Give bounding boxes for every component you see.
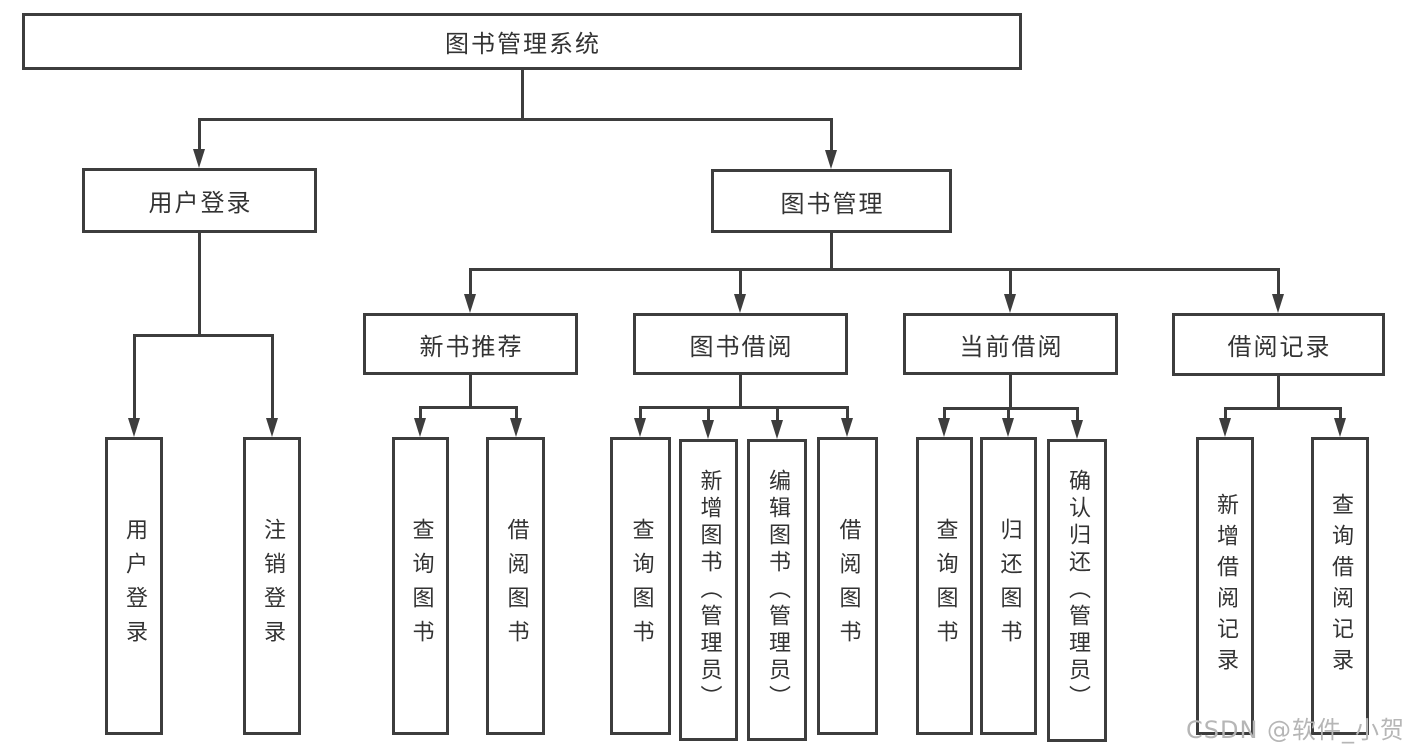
arrow-shaft-user-login-0	[132, 335, 136, 420]
arrow-head-book-borrowing-1	[701, 420, 714, 439]
node-leaf-confirm-return: 确认归还（管理员）	[1047, 439, 1107, 742]
node-label-leaf-return-books: 归还图书	[996, 518, 1022, 654]
arrow-shaft-current-borrowing-2	[1075, 408, 1079, 422]
connector-rail-new-book-recommend	[418, 405, 518, 409]
arrow-shaft-new-book-recommend-1	[514, 407, 518, 420]
node-label-book-management: 图书管理	[780, 189, 885, 218]
node-label-leaf-borrow-books-2: 借阅图书	[835, 518, 861, 654]
node-label-borrowing-records: 借阅记录	[1227, 333, 1332, 361]
arrow-head-book-borrowing-2	[770, 420, 783, 439]
arrow-shaft-book-management-2	[1008, 269, 1012, 296]
connector-rail-book-management	[468, 267, 1280, 271]
connector-rail-current-borrowing	[942, 406, 1079, 410]
arrow-head-book-borrowing-0	[633, 418, 646, 437]
node-label-leaf-query-books-1: 查询图书	[408, 518, 434, 654]
node-leaf-add-books: 新增图书（管理员）	[679, 439, 738, 741]
arrow-head-book-management-2	[1003, 294, 1016, 313]
arrow-shaft-borrowing-records-1	[1338, 408, 1342, 420]
arrow-shaft-book-management-0	[468, 269, 472, 296]
node-label-leaf-add-record: 新增借阅记录	[1213, 493, 1238, 679]
arrow-shaft-book-borrowing-0	[638, 407, 642, 420]
node-root: 图书管理系统	[22, 13, 1022, 70]
node-label-leaf-add-books: 新增图书（管理员）	[696, 468, 722, 712]
node-leaf-return-books: 归还图书	[980, 437, 1037, 735]
node-label-leaf-query-books-2: 查询图书	[628, 518, 654, 654]
arrow-shaft-root-1	[829, 119, 833, 152]
arrow-head-borrowing-records-1	[1333, 418, 1346, 437]
connector-stub-root	[520, 70, 524, 121]
node-user-login: 用户登录	[82, 168, 317, 233]
arrow-shaft-book-borrowing-2	[775, 407, 779, 422]
node-leaf-query-books-2: 查询图书	[610, 437, 671, 735]
node-label-leaf-edit-books: 编辑图书（管理员）	[765, 468, 790, 712]
node-book-borrowing: 图书借阅	[633, 313, 848, 375]
node-label-leaf-query-books-3: 查询图书	[932, 518, 958, 654]
node-leaf-logout: 注销登录	[243, 437, 301, 735]
arrow-shaft-borrowing-records-0	[1223, 408, 1227, 420]
arrow-head-current-borrowing-2	[1070, 420, 1083, 439]
arrow-head-borrowing-records-0	[1218, 418, 1231, 437]
csdn-watermark: CSDN @软件_小贺同学	[1186, 716, 1405, 744]
arrow-shaft-current-borrowing-0	[942, 408, 946, 420]
arrow-head-new-book-recommend-1	[509, 418, 522, 437]
connector-stub-book-management	[829, 233, 833, 271]
arrow-head-book-management-1	[733, 294, 746, 313]
node-label-root: 图书管理系统	[445, 30, 601, 58]
connector-rail-borrowing-records	[1223, 406, 1342, 410]
arrow-head-new-book-recommend-0	[413, 418, 426, 437]
connector-stub-book-borrowing	[738, 375, 742, 409]
arrow-head-user-login-1	[265, 418, 278, 437]
node-label-current-borrowing: 当前借阅	[959, 332, 1064, 361]
arrow-head-current-borrowing-1	[1001, 418, 1014, 437]
node-label-leaf-borrow-books-1: 借阅图书	[503, 518, 529, 654]
node-label-leaf-query-record: 查询借阅记录	[1328, 493, 1353, 679]
arrow-head-book-management-3	[1271, 294, 1284, 313]
node-leaf-user-login: 用户登录	[105, 437, 163, 735]
arrow-shaft-book-borrowing-3	[845, 407, 849, 420]
connector-rail-user-login	[132, 333, 274, 337]
node-label-new-book-recommend: 新书推荐	[419, 332, 524, 361]
arrow-shaft-book-borrowing-1	[706, 407, 710, 422]
node-label-leaf-logout: 注销登录	[260, 518, 285, 654]
arrow-head-user-login-0	[127, 418, 140, 437]
node-label-book-borrowing: 图书借阅	[689, 332, 794, 361]
node-leaf-query-record: 查询借阅记录	[1311, 437, 1369, 735]
connector-stub-borrowing-records	[1276, 376, 1280, 410]
node-new-book-recommend: 新书推荐	[363, 313, 578, 375]
node-label-leaf-confirm-return: 确认归还（管理员）	[1065, 469, 1090, 712]
arrow-shaft-current-borrowing-1	[1006, 408, 1010, 420]
node-leaf-query-books-3: 查询图书	[916, 437, 973, 735]
arrow-head-book-management-0	[463, 294, 476, 313]
node-borrowing-records: 借阅记录	[1172, 313, 1385, 376]
arrow-shaft-new-book-recommend-0	[418, 407, 422, 420]
arrow-head-book-borrowing-3	[840, 418, 853, 437]
arrow-shaft-book-management-1	[738, 269, 742, 296]
arrow-shaft-user-login-1	[270, 335, 274, 420]
connector-rail-book-borrowing	[638, 405, 849, 409]
node-leaf-borrow-books-2: 借阅图书	[817, 437, 878, 735]
node-leaf-query-books-1: 查询图书	[392, 437, 449, 735]
connector-stub-new-book-recommend	[468, 375, 472, 409]
node-leaf-borrow-books-1: 借阅图书	[486, 437, 545, 735]
node-label-user-login: 用户登录	[148, 189, 253, 217]
node-current-borrowing: 当前借阅	[903, 313, 1118, 375]
arrow-head-current-borrowing-0	[937, 418, 950, 437]
node-label-leaf-user-login: 用户登录	[122, 518, 147, 654]
connector-stub-current-borrowing	[1008, 375, 1012, 410]
arrow-head-root-1	[824, 150, 837, 169]
node-leaf-add-record: 新增借阅记录	[1196, 437, 1254, 735]
arrow-shaft-root-0	[197, 119, 201, 151]
node-leaf-edit-books: 编辑图书（管理员）	[747, 439, 807, 741]
connector-rail-root	[197, 117, 833, 121]
arrow-shaft-book-management-3	[1276, 269, 1280, 296]
arrow-head-root-0	[192, 149, 205, 168]
connector-stub-user-login	[197, 233, 201, 337]
node-book-management: 图书管理	[711, 169, 952, 233]
